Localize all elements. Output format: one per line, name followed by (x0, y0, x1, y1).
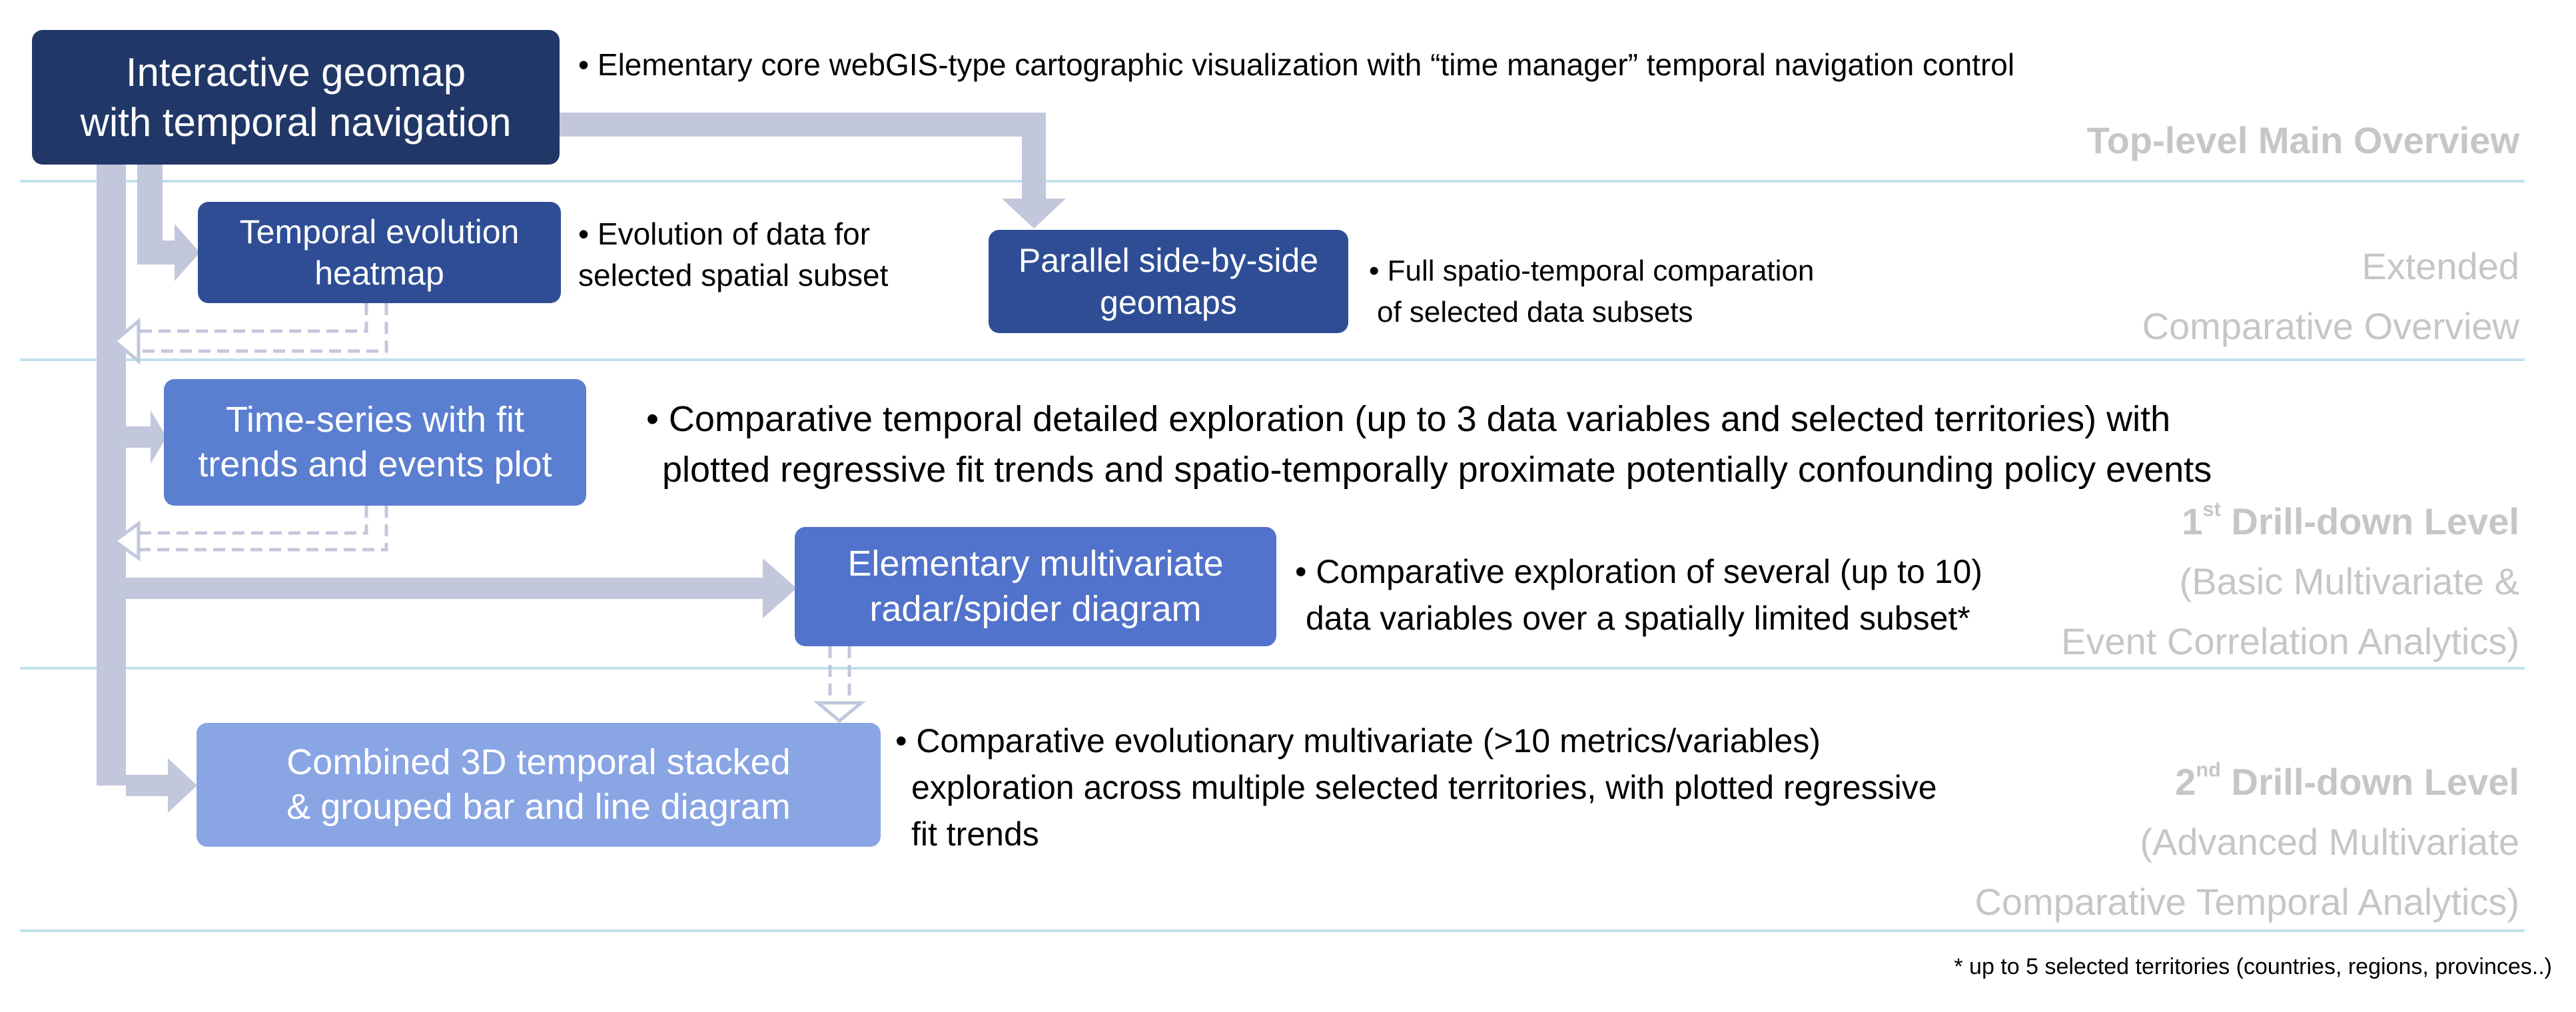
level-separators (20, 180, 2525, 932)
level-ordinal: nd (2196, 758, 2221, 781)
description-text: Evolution of data for (597, 217, 871, 251)
box-label: Interactive geomap (125, 50, 466, 95)
level-subtitle: (Basic Multivariate & (2179, 560, 2519, 602)
dashed-return-heads (111, 317, 867, 724)
level-title: Drill-down Level (2220, 500, 2519, 542)
box-label: geomaps (1100, 283, 1237, 321)
arrow-head (1002, 199, 1066, 229)
description-text: plotted regressive fit trends and spatio… (662, 450, 2212, 490)
description-text: of selected data subsets (1377, 296, 1693, 328)
dashed-return (137, 506, 388, 552)
timeseries-description: Comparative temporal detailed exploratio… (646, 394, 2212, 495)
level-title: Drill-down Level (2220, 761, 2519, 803)
box-label: with temporal navigation (80, 100, 512, 145)
box-label: & grouped bar and line diagram (286, 787, 791, 827)
description-text: Comparative evolutionary multivariate (>… (916, 722, 1821, 759)
arrow-head (151, 410, 167, 464)
level-title: Comparative Overview (2142, 305, 2519, 347)
level-number: 2 (2175, 761, 2196, 803)
arrow-head (175, 224, 200, 281)
arrow-head (168, 758, 197, 813)
level-label-drill1: 1st Drill-down Level (Basic Multivariate… (2061, 492, 2519, 672)
level-label-drill2: 2nd Drill-down Level (Advanced Multivari… (1974, 752, 2519, 932)
dashed-return (137, 506, 368, 535)
geomap-description: Elementary core webGIS-type cartographic… (578, 47, 2014, 83)
heatmap-description: Evolution of data for selected spatial s… (578, 213, 888, 296)
arrow-shaft (126, 578, 772, 599)
arrow-shaft (137, 241, 177, 264)
dashed-arrow-head (112, 317, 141, 365)
side-by-side-box: Parallel side-by-side geomaps (989, 230, 1348, 333)
level-number: 1 (2182, 500, 2203, 542)
level-ordinal: st (2202, 497, 2221, 521)
description-text: data variables over a spatially limited … (1306, 600, 1970, 637)
arrow-head (763, 558, 797, 618)
box-label: Parallel side-by-side (1018, 242, 1319, 279)
arrow-shaft (560, 113, 1046, 137)
trunk-bar (97, 163, 126, 785)
description-text: Comparative temporal detailed exploratio… (668, 399, 2171, 439)
level-subtitle: (Advanced Multivariate (2140, 821, 2519, 863)
level-title: Extended (2361, 245, 2519, 287)
dashed-return (137, 303, 388, 353)
geomap-box: Interactive geomap with temporal navigati… (32, 30, 560, 165)
description-text: fit trends (911, 815, 1039, 853)
box-label: radar/spider diagram (869, 588, 1202, 629)
radar-description: Comparative exploration of several (up t… (1295, 548, 1982, 642)
dashed-arrow-head (813, 701, 867, 724)
description-text: Comparative exploration of several (up t… (1316, 553, 1982, 590)
description-text: exploration across multiple selected ter… (911, 769, 1937, 806)
box-label: Combined 3D temporal stacked (286, 742, 791, 782)
level-subtitle: Comparative Temporal Analytics) (1974, 881, 2519, 923)
bar3d-description: Comparative evolutionary multivariate (>… (895, 718, 1937, 857)
description-text: Full spatio-temporal comparation (1387, 254, 1815, 287)
dashed-arrow-head (111, 520, 141, 562)
level-label-extended: Extended Comparative Overview (2142, 237, 2519, 356)
arrow-shaft (126, 775, 176, 796)
description-text: selected spatial subset (578, 258, 889, 292)
level-subtitle: Event Correlation Analytics) (2061, 620, 2519, 662)
box-label: Elementary multivariate (847, 544, 1224, 584)
box-label: trends and events plot (198, 444, 552, 484)
flow-arrows (97, 113, 1066, 813)
box-label: Time-series with fit (225, 399, 525, 440)
box-label: heatmap (314, 254, 444, 292)
dashed-return-arrows (137, 303, 851, 706)
level-title: Top-level Main Overview (2086, 119, 2519, 161)
side-by-side-description: Full spatio-temporal comparation of sele… (1369, 251, 1814, 333)
box-label: Temporal evolution (239, 213, 520, 251)
description-text: Elementary core webGIS-type cartographic… (597, 47, 2015, 82)
bar3d-box: Combined 3D temporal stacked & grouped ba… (197, 723, 881, 847)
dashed-return (137, 303, 368, 333)
footnote: * up to 5 selected territories (countrie… (1954, 954, 2552, 979)
arrow-shaft (1022, 113, 1046, 206)
level-label-top: Top-level Main Overview (2087, 119, 2519, 162)
